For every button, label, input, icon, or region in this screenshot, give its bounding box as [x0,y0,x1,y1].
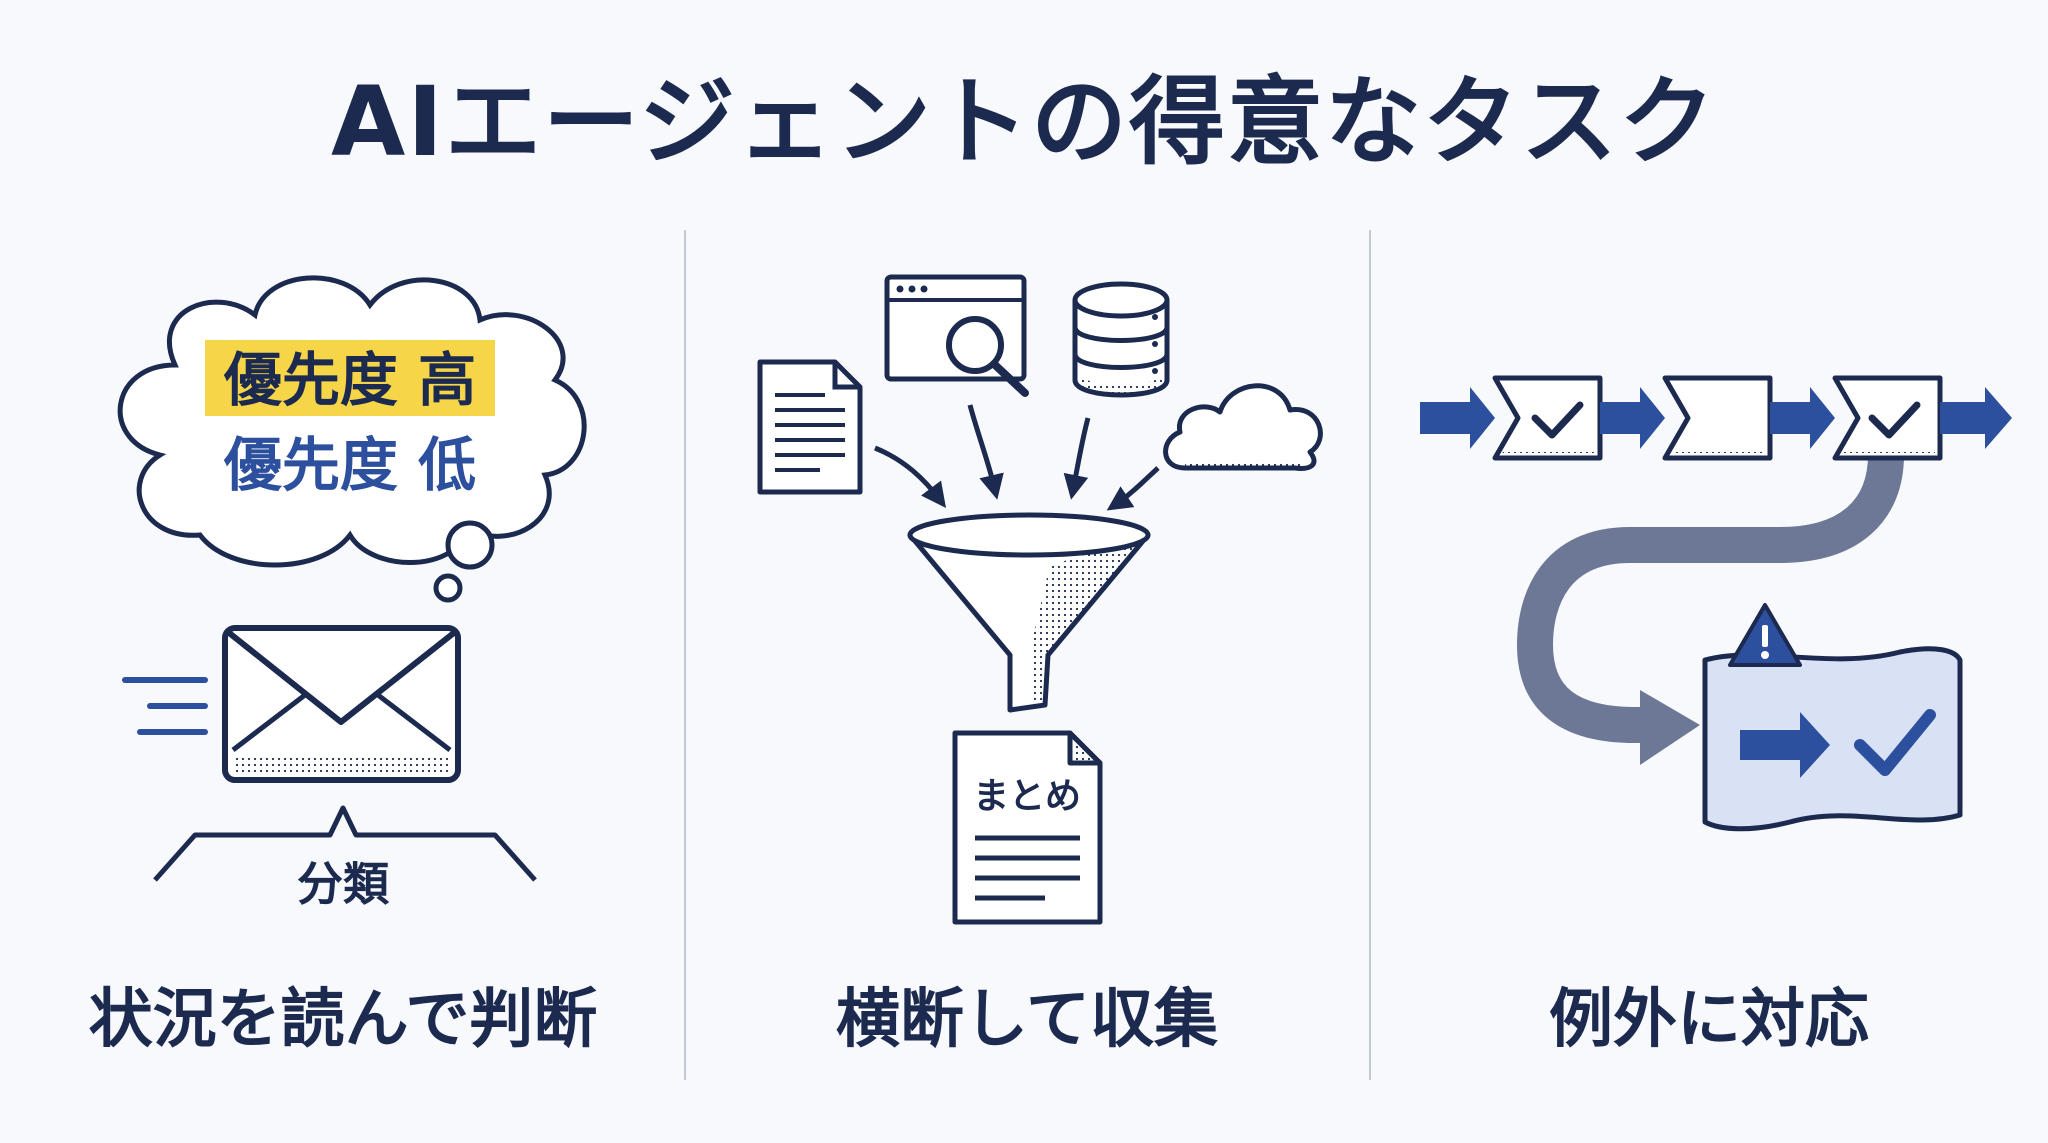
caption-collection: 横断して収集 [835,983,1219,1057]
flow-arrow-4 [1940,387,2012,449]
funnel-icon [907,512,1151,713]
flow-arrow-1 [1420,387,1495,449]
warning-icon [1728,603,1802,667]
caption-judgment: 状況を読んで判断 [88,983,598,1057]
flow-arrow-2 [1600,387,1665,449]
panel-2-illustration: まとめ [757,274,1323,925]
panel-3-illustration [1420,375,2012,832]
classification-bracket [153,805,537,882]
caption-exception: 例外に対応 [1549,983,1869,1057]
thought-bubble-icon: 優先度 高 優先度 低 [117,275,587,603]
summary-document-icon: まとめ [952,730,1103,925]
page-title: AIエージェントの得意なタスク [330,66,1718,178]
detour-arrow-icon [1516,454,1904,765]
column-divider-left [684,230,686,1080]
checkmark-icon [1854,709,1936,776]
classification-label: 分類 [297,857,390,911]
thought-priority-high: 優先度 高 [223,346,476,414]
flow-step-2 [1662,375,1773,461]
checkmark-icon [1531,401,1584,439]
flow-step-1 [1492,375,1603,461]
column-divider-right [1369,230,1371,1080]
priority-highlight [205,340,495,416]
flow-arrow-3 [1770,387,1835,449]
checkmark-icon [1868,401,1921,439]
thought-priority-low: 優先度 低 [223,431,476,499]
speed-lines-icon [122,677,208,735]
process-flow-icon [1420,375,2012,461]
summary-document-label: まとめ [973,776,1081,817]
flow-step-3 [1832,375,1943,461]
document-icon [757,359,863,495]
exception-card-icon [1702,646,1963,832]
panel-1-illustration: 優先度 高 優先度 低 分類 [117,275,587,911]
envelope-icon [222,625,461,783]
input-arrows [874,404,1160,511]
browser-search-icon [884,274,1029,397]
cloud-icon [1163,383,1323,471]
database-icon [1072,281,1170,398]
